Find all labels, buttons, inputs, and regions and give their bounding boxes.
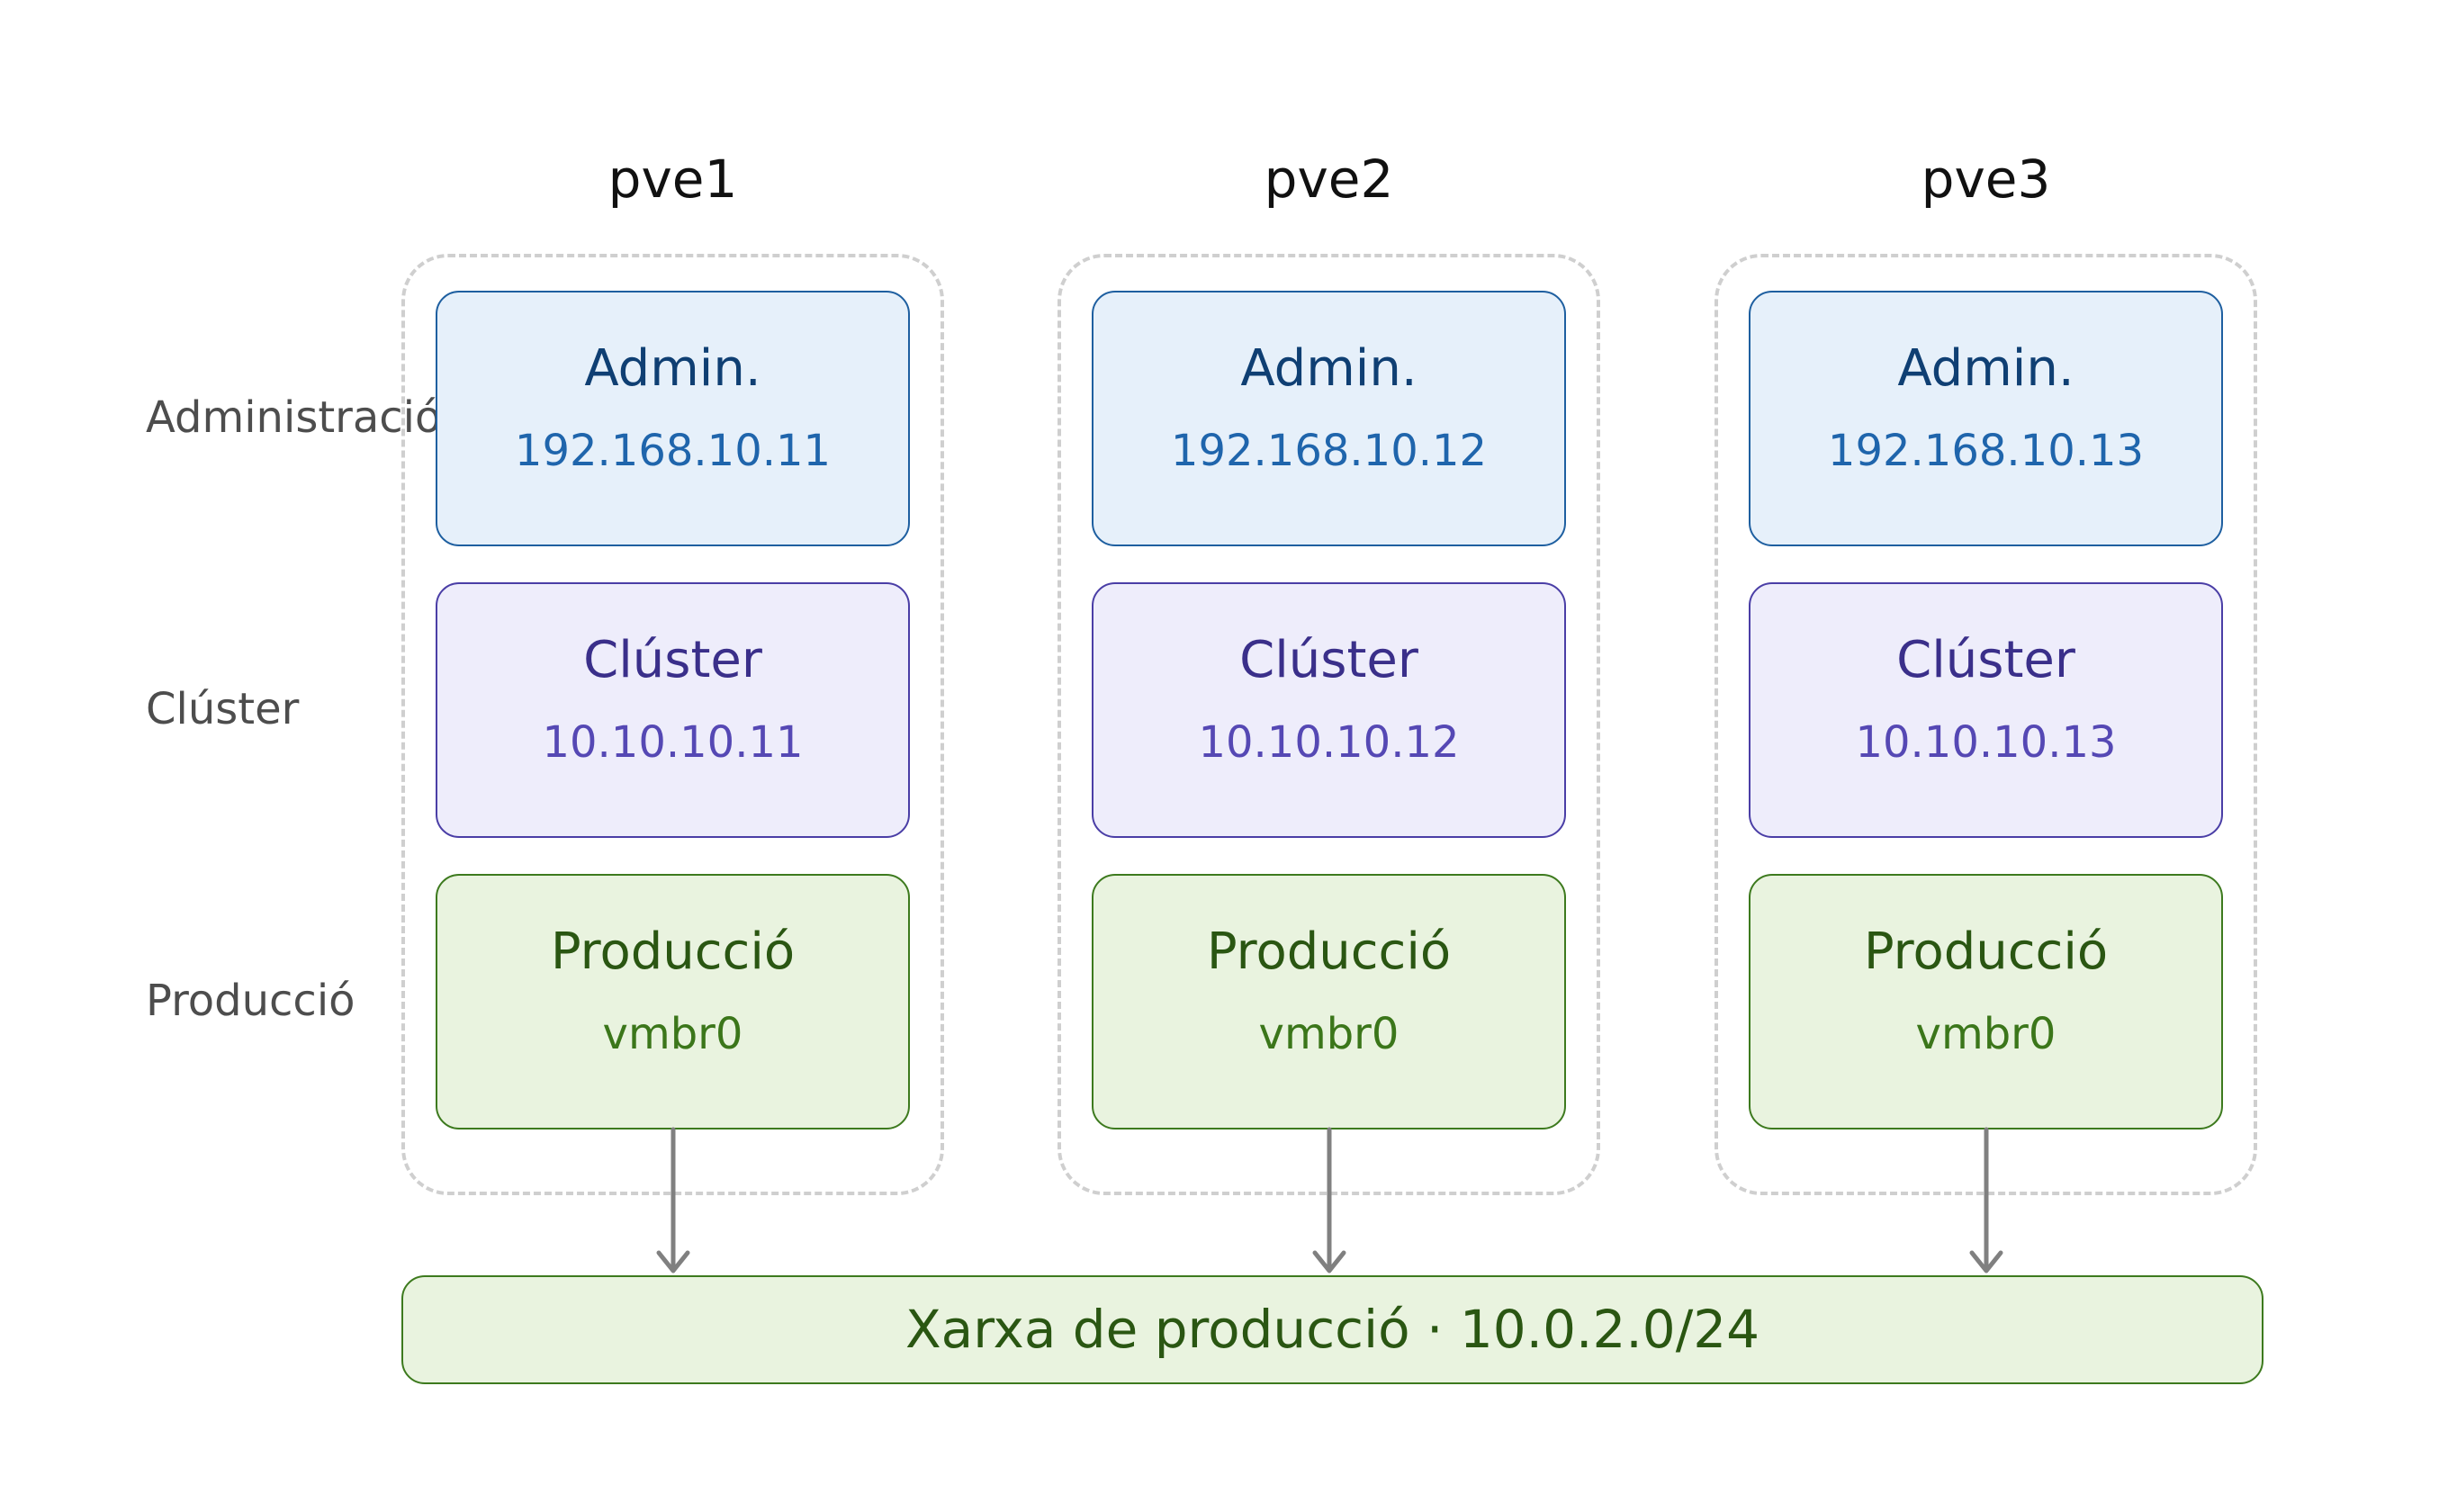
admin-network-address: 192.168.10.11 bbox=[514, 426, 832, 476]
admin-network-name: Admin. bbox=[1897, 339, 2074, 398]
production-network-bar: Xarxa de producció · 10.0.2.0/24 bbox=[401, 1275, 2264, 1384]
row-label-production: Producció bbox=[146, 976, 356, 1026]
production-network-box-pve2: Producció vmbr0 bbox=[1092, 874, 1566, 1130]
row-label-cluster: Clúster bbox=[146, 684, 300, 734]
production-network-name: Producció bbox=[1863, 922, 2109, 981]
connector-arrow-pve2 bbox=[1312, 1127, 1346, 1274]
cluster-network-address: 10.10.10.12 bbox=[1198, 717, 1460, 768]
cluster-network-address: 10.10.10.11 bbox=[542, 717, 804, 768]
admin-network-box-pve2: Admin. 192.168.10.12 bbox=[1092, 291, 1566, 546]
admin-network-name: Admin. bbox=[584, 339, 761, 398]
admin-network-address: 192.168.10.13 bbox=[1827, 426, 2145, 476]
node-title-pve1: pve1 bbox=[608, 148, 738, 210]
cluster-network-name: Clúster bbox=[1239, 631, 1418, 689]
connector-arrow-pve3 bbox=[1969, 1127, 2003, 1274]
production-network-name: Producció bbox=[1206, 922, 1452, 981]
row-label-admin: Administració bbox=[146, 392, 442, 443]
cluster-network-name: Clúster bbox=[1896, 631, 2075, 689]
cluster-network-name: Clúster bbox=[583, 631, 762, 689]
production-bridge-name: vmbr0 bbox=[1258, 1009, 1400, 1059]
admin-network-box-pve1: Admin. 192.168.10.11 bbox=[436, 291, 910, 546]
cluster-network-address: 10.10.10.13 bbox=[1855, 717, 2117, 768]
admin-network-name: Admin. bbox=[1240, 339, 1418, 398]
production-bridge-name: vmbr0 bbox=[602, 1009, 743, 1059]
production-bridge-name: vmbr0 bbox=[1915, 1009, 2056, 1059]
connector-arrow-pve1 bbox=[656, 1127, 690, 1274]
node-title-pve3: pve3 bbox=[1921, 148, 2051, 210]
production-network-name: Producció bbox=[550, 922, 796, 981]
cluster-network-box-pve3: Clúster 10.10.10.13 bbox=[1749, 582, 2223, 838]
node-title-pve2: pve2 bbox=[1264, 148, 1394, 210]
cluster-network-box-pve2: Clúster 10.10.10.12 bbox=[1092, 582, 1566, 838]
production-network-box-pve3: Producció vmbr0 bbox=[1749, 874, 2223, 1130]
admin-network-box-pve3: Admin. 192.168.10.13 bbox=[1749, 291, 2223, 546]
admin-network-address: 192.168.10.12 bbox=[1170, 426, 1488, 476]
cluster-network-box-pve1: Clúster 10.10.10.11 bbox=[436, 582, 910, 838]
